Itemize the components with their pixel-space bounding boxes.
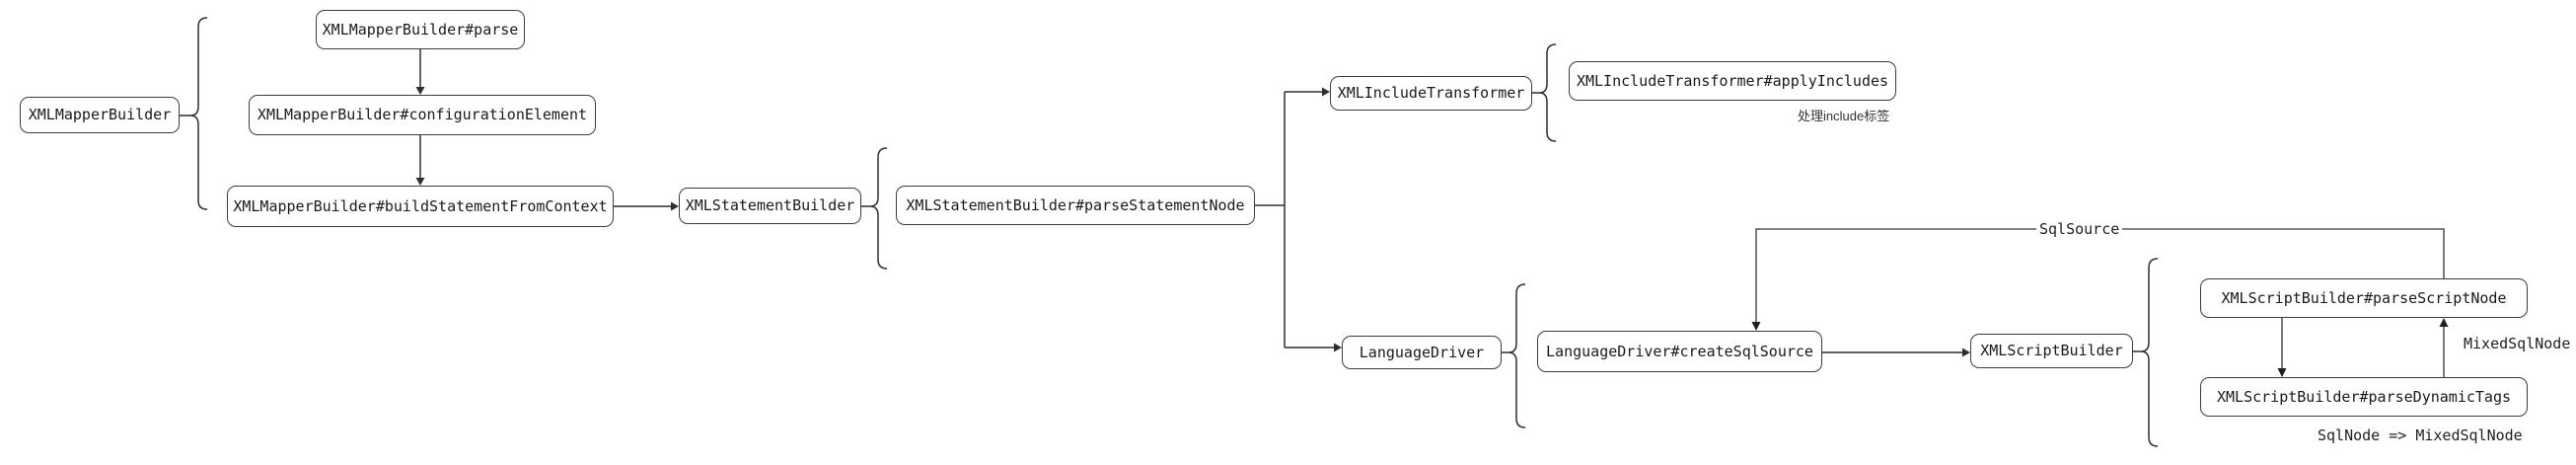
arrowhead-down-4 — [1751, 322, 1761, 331]
node-xml-include-transformer-apply-includes[interactable]: XMLIncludeTransformer#applyIncludes — [1569, 61, 1896, 101]
node-xml-mapper-builder-parse[interactable]: XMLMapperBuilder#parse — [316, 10, 525, 49]
brace-language-driver-children — [1508, 283, 1526, 428]
node-xml-mapper-builder-build-statement-from-context[interactable]: XMLMapperBuilder#buildStatementFromConte… — [227, 186, 614, 227]
node-language-driver[interactable]: LanguageDriver — [1342, 336, 1502, 369]
arrowhead-down-1 — [415, 87, 425, 95]
arrowhead-right-3 — [1334, 343, 1342, 352]
edge-label-sql-node-to-mixed-sql-node: SqlNode => MixedSqlNode — [2315, 427, 2526, 443]
brace-xml-include-transformer-children — [1538, 43, 1557, 142]
brace-xml-statement-builder-children — [869, 147, 888, 270]
arrowhead-down-3 — [2277, 368, 2287, 377]
node-xml-mapper-builder[interactable]: XMLMapperBuilder — [20, 97, 180, 133]
node-language-driver-create-sql-source[interactable]: LanguageDriver#createSqlSource — [1537, 331, 1822, 372]
node-xml-script-builder-parse-dynamic-tags[interactable]: XMLScriptBuilder#parseDynamicTags — [2200, 377, 2528, 417]
node-xml-statement-builder-parse-statement-node[interactable]: XMLStatementBuilder#parseStatementNode — [896, 186, 1255, 225]
edge-label-mixed-sql-node: MixedSqlNode — [2461, 336, 2574, 351]
node-xml-mapper-builder-configuration-element[interactable]: XMLMapperBuilder#configurationElement — [249, 95, 596, 135]
edge-label-sql-source: SqlSource — [2036, 221, 2123, 237]
note-handle-include-tag: 处理include标签 — [1798, 109, 1890, 123]
node-xml-script-builder[interactable]: XMLScriptBuilder — [1970, 334, 2133, 368]
arrowhead-up-1 — [2439, 318, 2449, 327]
arrowhead-right-2 — [1322, 87, 1330, 97]
brace-xml-mapper-builder-children — [189, 17, 208, 210]
arrowhead-down-2 — [415, 178, 425, 186]
branch-junction-parse-statement-node — [1255, 91, 1334, 349]
brace-xml-script-builder-children — [2140, 258, 2159, 447]
node-xml-script-builder-parse-script-node[interactable]: XMLScriptBuilder#parseScriptNode — [2200, 278, 2528, 318]
node-xml-statement-builder[interactable]: XMLStatementBuilder — [679, 188, 861, 224]
arrowhead-right-4 — [1962, 348, 1970, 357]
node-xml-include-transformer[interactable]: XMLIncludeTransformer — [1330, 76, 1532, 111]
arrowhead-right-1 — [671, 201, 679, 211]
